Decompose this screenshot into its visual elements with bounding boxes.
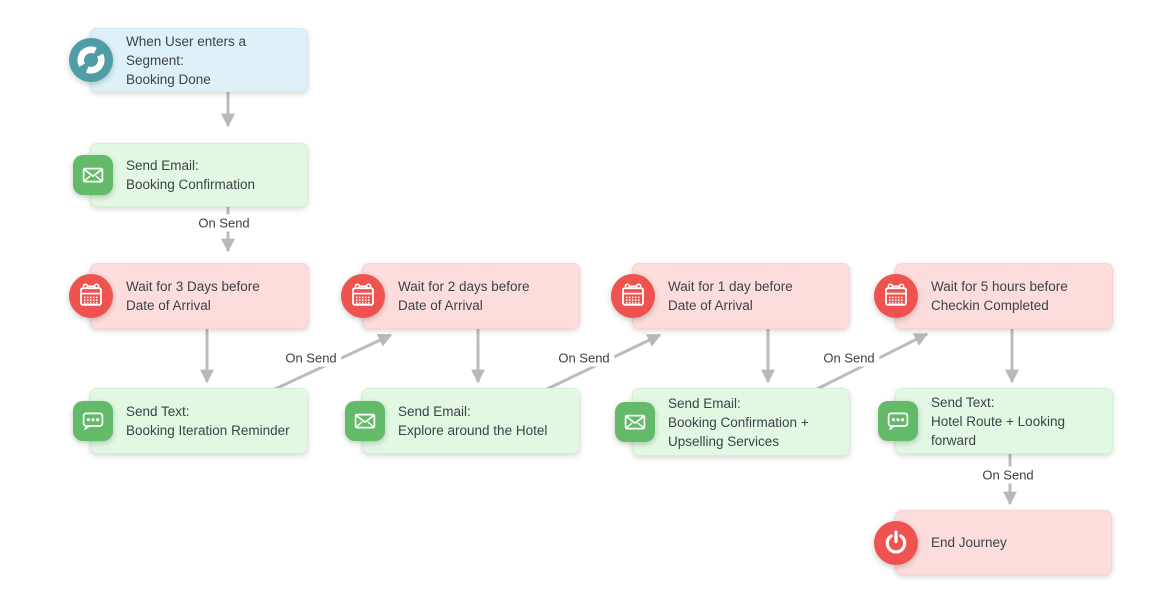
node-wait-2-days[interactable]: Wait for 2 days before Date of Arrival <box>341 263 580 329</box>
node-wait-1-day[interactable]: Wait for 1 day before Date of Arrival <box>611 263 850 329</box>
edge-label-on-send: On Send <box>977 466 1039 484</box>
email-icon <box>345 401 385 441</box>
edge-label-on-send: On Send <box>193 214 255 232</box>
email-icon <box>615 402 655 442</box>
node-send-email-confirmation-upselling[interactable]: Send Email: Booking Confirmation + Upsel… <box>615 388 850 456</box>
node-label-line: Wait for 3 Days before <box>126 279 260 294</box>
node-wait-3-days[interactable]: Wait for 3 Days before Date of Arrival <box>69 263 309 329</box>
node-label-line: Date of Arrival <box>126 298 211 313</box>
node-label-line: Wait for 5 hours before <box>931 279 1068 294</box>
node-label-line: When User enters a Segment: <box>126 33 247 68</box>
node-send-email-booking-confirmation[interactable]: Send Email: Booking Confirmation <box>73 143 308 207</box>
node-label: Wait for 1 day before Date of Arrival <box>633 277 801 315</box>
node-label-line: Wait for 2 days before <box>398 279 530 294</box>
node-wait-5-hours[interactable]: Wait for 5 hours before Checkin Complete… <box>874 263 1113 329</box>
node-label-line: Wait for 1 day before <box>668 279 793 294</box>
node-label-line: Date of Arrival <box>398 298 483 313</box>
edge-label-on-send: On Send <box>280 349 342 367</box>
node-label-line: Send Text: <box>931 394 995 410</box>
node-label: Wait for 5 hours before Checkin Complete… <box>896 277 1076 315</box>
node-label-line: Upselling Services <box>668 433 780 449</box>
node-label-line: Date of Arrival <box>668 298 753 313</box>
segment-icon <box>69 38 113 82</box>
node-label-line: Booking Done <box>126 71 211 87</box>
node-label: Wait for 2 days before Date of Arrival <box>363 277 538 315</box>
node-label-line: End Journey <box>931 535 1007 550</box>
node-label-line: Booking Iteration Reminder <box>126 423 290 438</box>
calendar-icon <box>874 274 918 318</box>
node-end-journey[interactable]: End Journey <box>874 510 1112 575</box>
node-label: Send Text: Booking Iteration Reminder <box>91 402 298 440</box>
calendar-icon <box>69 274 113 318</box>
node-label-line: Booking Confirmation <box>126 177 256 192</box>
email-icon <box>73 155 113 195</box>
power-icon <box>874 520 918 565</box>
node-label-line: Checkin Completed <box>931 298 1049 313</box>
node-label: Send Email: Booking Confirmation <box>91 156 263 194</box>
node-send-text-booking-iteration-reminder[interactable]: Send Text: Booking Iteration Reminder <box>73 388 308 454</box>
node-label: Send Text: Hotel Route + Looking forward <box>896 393 1112 450</box>
node-send-email-explore-hotel[interactable]: Send Email: Explore around the Hotel <box>345 388 580 454</box>
chat-icon <box>878 401 918 441</box>
node-label-line: Send Email: <box>126 158 199 173</box>
calendar-icon <box>611 274 655 318</box>
node-send-text-hotel-route[interactable]: Send Text: Hotel Route + Looking forward <box>878 388 1113 454</box>
node-label: Send Email: Explore around the Hotel <box>363 402 555 440</box>
edge-label-on-send: On Send <box>553 349 615 367</box>
node-label: End Journey <box>896 533 1015 552</box>
node-label-line: Hotel Route + Looking forward <box>931 413 1065 448</box>
node-label-line: Send Text: <box>126 404 190 419</box>
node-label: Wait for 3 Days before Date of Arrival <box>91 277 268 315</box>
chat-icon <box>73 401 113 441</box>
edge-label-on-send: On Send <box>818 349 880 367</box>
node-segment-trigger[interactable]: When User enters a Segment: Booking Done <box>69 28 308 92</box>
node-label-line: Booking Confirmation + <box>668 414 809 430</box>
node-label-line: Explore around the Hotel <box>398 423 548 438</box>
node-label: When User enters a Segment: Booking Done <box>91 32 307 89</box>
node-label: Send Email: Booking Confirmation + Upsel… <box>633 394 817 451</box>
calendar-icon <box>341 274 385 318</box>
node-label-line: Send Email: <box>398 404 471 419</box>
node-label-line: Send Email: <box>668 395 741 411</box>
